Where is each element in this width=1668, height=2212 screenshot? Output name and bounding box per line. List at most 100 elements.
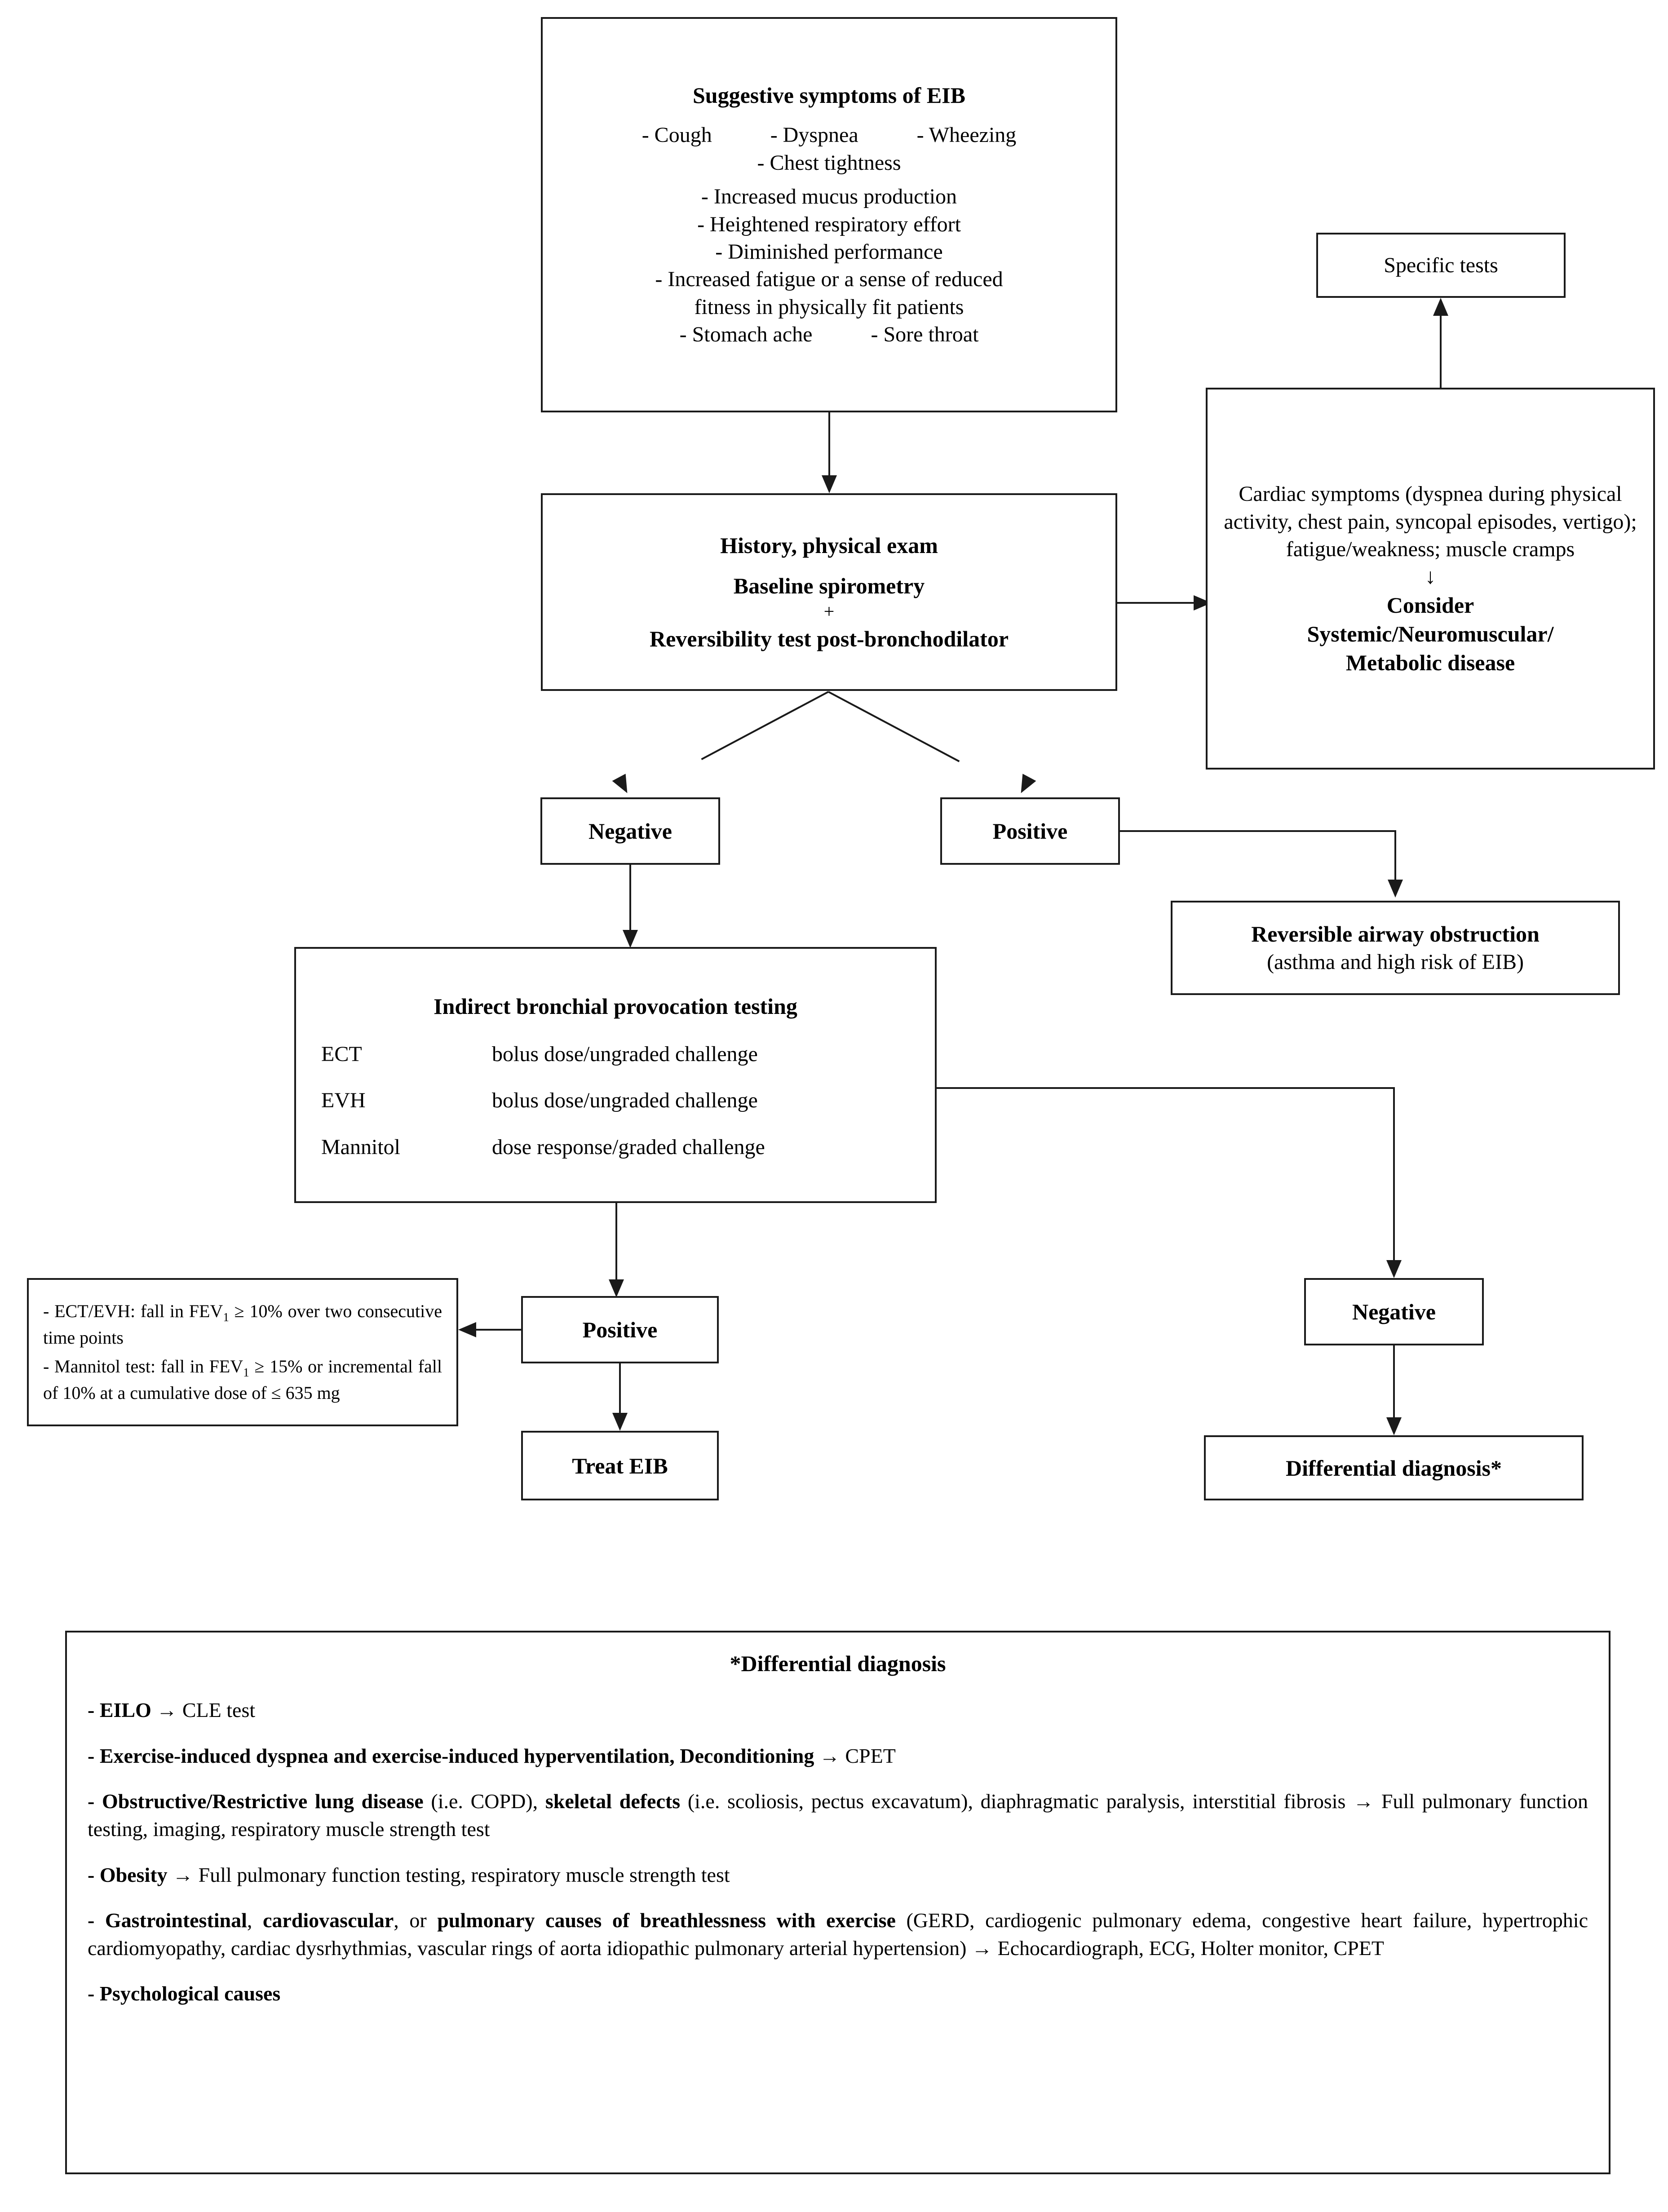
arrow-positive-to-treat [612, 1413, 628, 1431]
dd-lung-mid-normal: (i.e. COPD), [423, 1790, 545, 1813]
dd-lung-rest-pre: (i.e. scoliosis, pectus excavatum), diap… [680, 1790, 1346, 1813]
connector-negative-to-differential [1393, 1345, 1395, 1417]
connector-positive-to-treat [619, 1363, 621, 1413]
dd-gi-rest-pre: (GERD, cardiogenic pulmonary edema, cong… [88, 1909, 1588, 1960]
dd-gi-bold-b: cardiovascular [262, 1909, 394, 1932]
dd-item-psychological: - Psychological causes [88, 1980, 1588, 2008]
provocation-row-mannitol: Mannitol dose response/graded challenge [296, 1133, 935, 1161]
consider-line-1: Consider [1386, 592, 1474, 618]
dd-gi-sep1: , [247, 1909, 263, 1932]
symptoms-row-bottom: - Stomach ache - Sore throat [556, 321, 1102, 348]
positive-right-label: Positive [992, 818, 1068, 844]
cardiac-symptoms-box: Cardiac symptoms (dyspnea during physica… [1206, 388, 1655, 770]
provocation-name-ect: ECT [321, 1042, 362, 1066]
symptom-mucus: - Increased mucus production [701, 185, 957, 209]
connector-provocation-to-negative-v [1393, 1087, 1395, 1260]
history-physical-exam-box: History, physical exam Baseline spiromet… [541, 493, 1117, 691]
connector-positive-to-reversible-v [1394, 830, 1396, 880]
differential-box-label: Differential diagnosis* [1285, 1455, 1502, 1481]
cardiac-down-arrow-glyph: ↓ [1425, 565, 1436, 589]
dd-exercise-rest: CPET [845, 1744, 896, 1767]
reversible-line-1: Reversible airway obstruction [1251, 921, 1540, 947]
provocation-desc-evh: bolus dose/ungraded challenge [492, 1088, 758, 1113]
symptom-cough: - Cough [642, 123, 712, 147]
dd-lung-arrow: → [1345, 1790, 1381, 1813]
symptom-fatigue-line1: - Increased fatigue or a sense of reduce… [655, 267, 1003, 292]
symptom-stomach-ache: - Stomach ache [679, 323, 813, 347]
treat-eib-label: Treat EIB [572, 1453, 668, 1478]
provocation-testing-box: Indirect bronchial provocation testing E… [294, 947, 937, 1203]
negative-right-label: Negative [1352, 1299, 1436, 1324]
dd-exercise-arrow: → [814, 1744, 845, 1767]
dd-gi-rest: Echocardiograph, ECG, Holter monitor, CP… [997, 1936, 1384, 1960]
arrow-symptoms-to-history [822, 475, 837, 493]
arrow-negative-to-provocation [623, 930, 638, 948]
symptom-dyspnea: - Dyspnea [770, 123, 858, 147]
connector-negative-to-provocation [629, 865, 631, 930]
connector-positive-to-reversible-h [1120, 830, 1396, 832]
symptom-respiratory-effort: - Heightened respiratory effort [697, 212, 961, 236]
differential-diagnosis-box: Differential diagnosis* [1204, 1435, 1584, 1500]
symptoms-title: Suggestive symptoms of EIB [693, 83, 965, 108]
reversible-airway-obstruction-box: Reversible airway obstruction (asthma an… [1171, 901, 1620, 995]
differential-panel-title: *Differential diagnosis [730, 1651, 946, 1676]
arrow-cardiac-to-specific-tests [1433, 298, 1448, 316]
connector-provocation-to-negative-h [937, 1087, 1395, 1089]
reversibility-test-line: Reversibility test post-bronchodilator [649, 626, 1009, 651]
criteria-bullet1-pre: - ECT/EVH: fall in FEV [43, 1301, 223, 1322]
dd-exercise-lead: - Exercise-induced dyspnea and exercise-… [88, 1744, 814, 1767]
dd-psych-lead: - Psychological causes [88, 1982, 281, 2005]
dd-eilo-rest: CLE test [182, 1699, 256, 1721]
arrow-provocation-to-positive [609, 1279, 624, 1297]
arrow-positive-to-criteria [458, 1322, 476, 1337]
reversible-line-2: (asthma and high risk of EIB) [1267, 950, 1524, 974]
dd-lung-lead: - Obstructive/Restrictive lung disease [88, 1790, 424, 1813]
positive-box-left: Positive [521, 1296, 719, 1363]
arrow-history-to-negative [612, 774, 634, 797]
dd-gi-lead: - Gastrointestinal [88, 1909, 247, 1932]
positive-left-label: Positive [582, 1317, 658, 1342]
provocation-desc-ect: bolus dose/ungraded challenge [492, 1042, 758, 1066]
dd-gi-sep2: , or [394, 1909, 438, 1932]
history-line: History, physical exam [720, 533, 938, 558]
dd-item-exercise-induced: - Exercise-induced dyspnea and exercise-… [88, 1742, 1588, 1770]
treat-eib-box: Treat EIB [521, 1431, 719, 1500]
dd-lung-bold-mid: skeletal defects [545, 1790, 681, 1813]
arrow-negative-to-differential [1386, 1417, 1402, 1435]
negative-box-right: Negative [1304, 1278, 1484, 1345]
dd-eilo-arrow: → [151, 1699, 182, 1721]
dd-lung-rest: Full pulmonary function testing, imaging… [88, 1790, 1588, 1840]
provocation-title: Indirect bronchial provocation testing [434, 993, 797, 1019]
differential-diagnosis-panel: *Differential diagnosis - EILO → CLE tes… [65, 1631, 1610, 2174]
arrow-positive-to-reversible [1388, 880, 1403, 898]
provocation-row-ect: ECT bolus dose/ungraded challenge [296, 1040, 935, 1068]
baseline-spirometry-line: Baseline spirometry [733, 573, 925, 599]
symptoms-box: Suggestive symptoms of EIB - Cough - Dys… [541, 17, 1117, 412]
criteria-box: - ECT/EVH: fall in FEV1 ≥ 10% over two c… [27, 1278, 458, 1426]
dd-gi-bold-c: pulmonary causes of breathlessness with … [437, 1909, 896, 1932]
dd-gi-arrow: → [966, 1936, 998, 1960]
cardiac-symptoms-text: Cardiac symptoms (dyspnea during physica… [1224, 482, 1637, 561]
specific-tests-label: Specific tests [1384, 253, 1498, 277]
arrow-history-to-positive [1014, 774, 1036, 797]
provocation-name-evh: EVH [321, 1088, 366, 1113]
connector-history-to-cardiac [1117, 602, 1194, 604]
provocation-desc-mannitol: dose response/graded challenge [492, 1135, 765, 1159]
dd-item-eilo: - EILO → CLE test [88, 1696, 1588, 1724]
dd-obesity-rest: Full pulmonary function testing, respira… [198, 1863, 730, 1886]
criteria-bullet1-sub: 1 [223, 1310, 229, 1324]
provocation-name-mannitol: Mannitol [321, 1135, 400, 1159]
connector-symptoms-to-history [828, 412, 830, 480]
symptom-fatigue-line2: fitness in physically fit patients [694, 295, 964, 319]
dd-item-lung-disease: - Obstructive/Restrictive lung disease (… [88, 1787, 1588, 1843]
arrow-provocation-to-negative [1386, 1260, 1402, 1278]
dd-item-gastrointestinal: - Gastrointestinal, cardiovascular, or p… [88, 1907, 1588, 1962]
symptom-chest-tightness: - Chest tightness [757, 150, 901, 175]
symptom-sore-throat: - Sore throat [871, 323, 979, 347]
symptoms-row-top: - Cough - Dyspnea - Wheezing [556, 121, 1102, 149]
negative-left-label: Negative [588, 818, 673, 844]
connector-positive-to-criteria [476, 1329, 521, 1331]
positive-box-right: Positive [940, 797, 1120, 865]
symptom-wheezing: - Wheezing [916, 123, 1017, 147]
criteria-bullet-mannitol: - Mannitol test: fall in FEV1 ≥ 15% or i… [33, 1354, 452, 1405]
